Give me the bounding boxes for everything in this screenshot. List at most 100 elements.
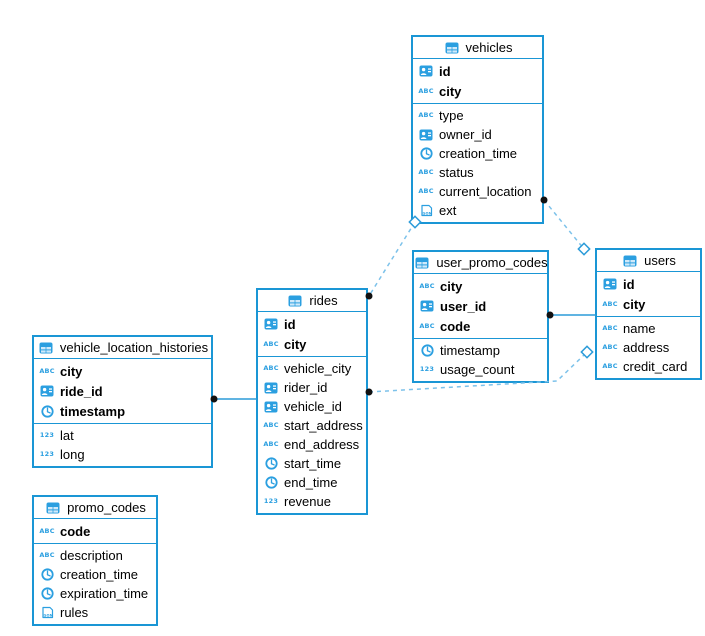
clock-icon	[262, 457, 280, 470]
id-badge-icon	[417, 129, 435, 141]
column-row-rider_id[interactable]: rider_id	[258, 378, 366, 397]
column-row-current_location[interactable]: ABC current_location	[413, 182, 542, 201]
column-row-long[interactable]: 123 long	[34, 445, 211, 464]
column-label: vehicle_id	[284, 399, 342, 414]
column-row-timestamp[interactable]: timestamp	[34, 401, 211, 421]
table-title: vehicles	[465, 40, 513, 55]
column-label: address	[623, 340, 670, 355]
column-row-creation_time[interactable]: creation_time	[34, 565, 156, 584]
column-row-end_address[interactable]: ABC end_address	[258, 435, 366, 454]
column-row-user_id[interactable]: user_id	[414, 296, 547, 316]
column-label: end_address	[284, 437, 360, 452]
123-icon: 123	[39, 450, 55, 459]
column-row-expiration_time[interactable]: expiration_time	[34, 584, 156, 603]
clock-icon	[262, 476, 280, 489]
column-row-owner_id[interactable]: owner_id	[413, 125, 542, 144]
relation-diamond-marker	[577, 242, 591, 256]
column-label: id	[284, 316, 296, 332]
abc-icon: ABC	[263, 364, 279, 373]
column-label: current_location	[439, 184, 532, 199]
column-label: creation_time	[60, 567, 139, 582]
column-row-ride_id[interactable]: ride_id	[34, 381, 211, 401]
column-label: rider_id	[284, 380, 328, 395]
clock-icon	[38, 568, 56, 581]
abc-icon: ABC	[418, 168, 434, 177]
table-header[interactable]: vehicle_location_histories	[34, 337, 211, 359]
table-header[interactable]: promo_codes	[34, 497, 156, 519]
id-badge-icon	[262, 318, 280, 330]
json-icon: JSON	[38, 606, 56, 619]
column-label: type	[439, 108, 464, 123]
column-row-id[interactable]: id	[413, 61, 542, 81]
column-label: code	[60, 523, 91, 539]
table-header[interactable]: vehicles	[413, 37, 542, 59]
relation-line-vehicles-rides[interactable]	[368, 221, 416, 297]
column-label: revenue	[284, 494, 331, 509]
table-title: rides	[309, 293, 338, 308]
table-header[interactable]: rides	[258, 290, 366, 312]
abc-icon: ABC	[418, 111, 434, 120]
column-row-end_time[interactable]: end_time	[258, 473, 366, 492]
column-label: owner_id	[439, 127, 492, 142]
svg-text:JSON: JSON	[41, 614, 52, 618]
relation-line-vehicles-users[interactable]	[543, 199, 585, 250]
column-label: id	[623, 276, 635, 292]
abc-icon: ABC	[263, 440, 279, 449]
table-header[interactable]: user_promo_codes	[413, 252, 548, 274]
column-row-rules[interactable]: JSON rules	[34, 603, 156, 622]
table-icon	[413, 257, 431, 269]
column-row-id[interactable]: id	[597, 274, 700, 294]
column-row-start_time[interactable]: start_time	[258, 454, 366, 473]
123-icon: 123	[419, 365, 435, 374]
column-row-creation_time[interactable]: creation_time	[413, 144, 542, 163]
column-label: id	[439, 63, 451, 79]
column-label: city	[440, 278, 463, 294]
abc-icon: ABC	[418, 187, 434, 196]
column-label: rules	[60, 605, 89, 620]
id-badge-icon	[417, 65, 435, 77]
table-icon	[286, 295, 304, 307]
table-header[interactable]: users	[597, 250, 700, 272]
abc-icon: ABC	[263, 421, 279, 430]
column-row-id[interactable]: id	[258, 314, 366, 334]
column-row-type[interactable]: ABC type	[413, 106, 542, 125]
column-label: name	[623, 321, 656, 336]
column-row-timestamp[interactable]: timestamp	[414, 341, 547, 360]
abc-icon: ABC	[263, 339, 279, 348]
column-label: ext	[439, 203, 457, 218]
abc-icon: ABC	[419, 321, 435, 330]
table-title: promo_codes	[67, 500, 146, 515]
column-label: long	[60, 447, 85, 462]
abc-icon: ABC	[602, 299, 618, 308]
column-row-vehicle_id[interactable]: vehicle_id	[258, 397, 366, 416]
column-label: timestamp	[60, 403, 126, 419]
